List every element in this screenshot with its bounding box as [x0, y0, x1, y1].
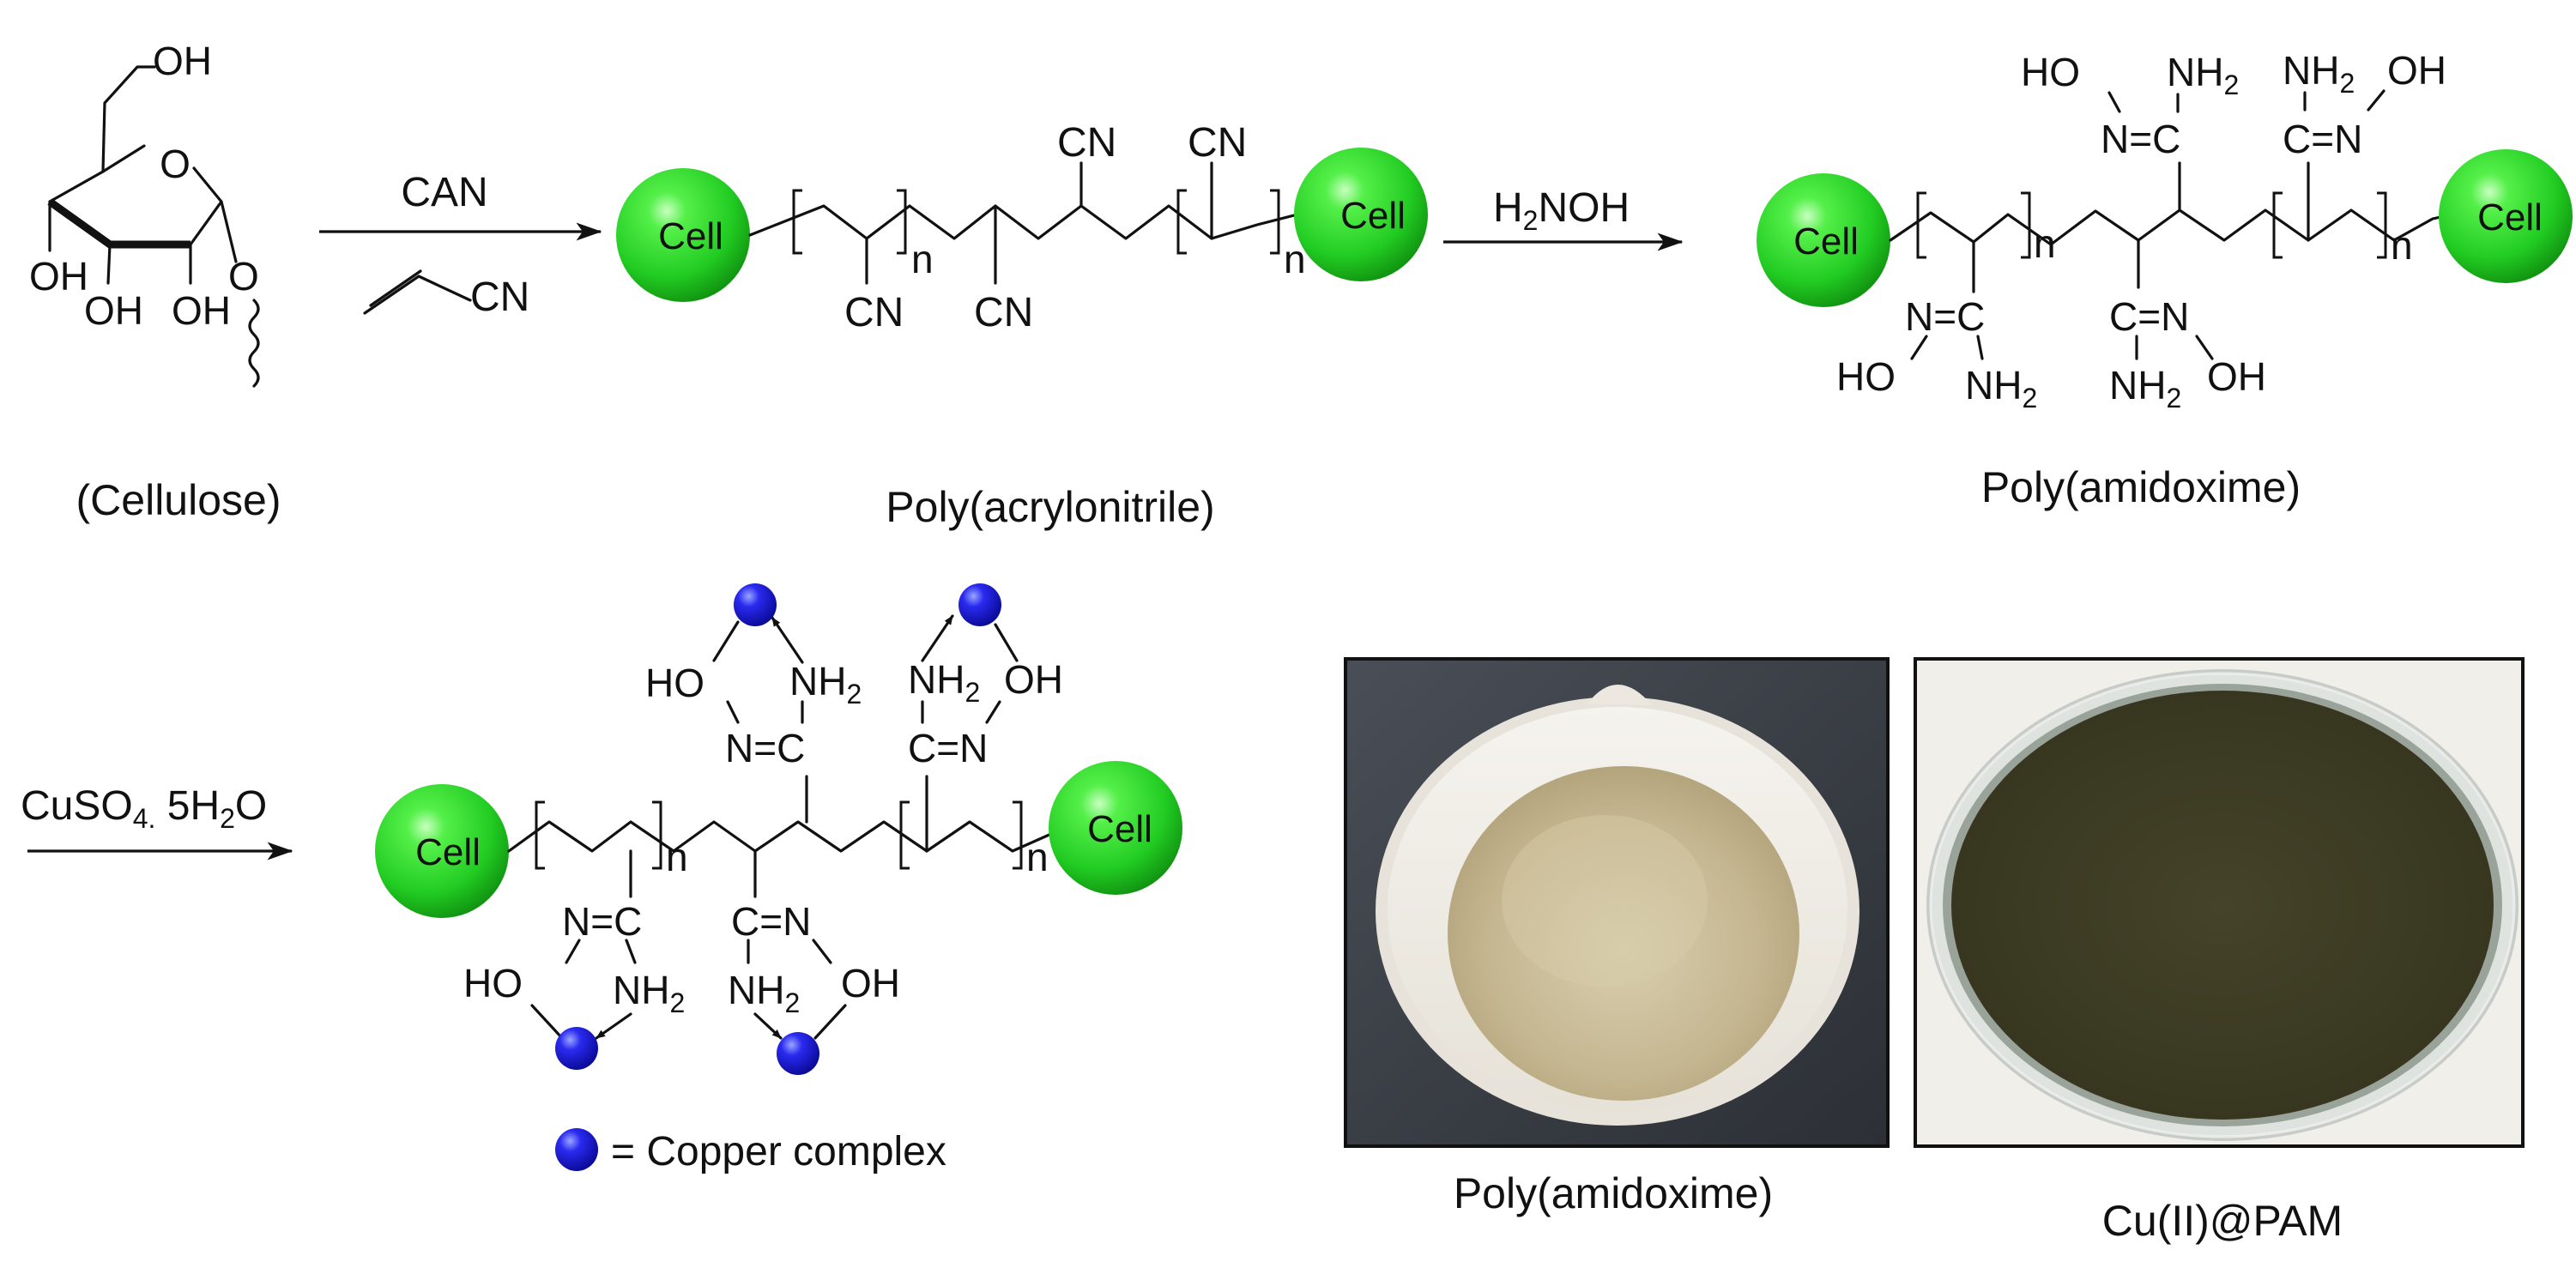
- amidoxime-c-eq-n: C=N: [2283, 117, 2362, 161]
- photo-cu-pam: [1914, 657, 2525, 1148]
- cellulose-o-glycosidic: O: [228, 254, 259, 299]
- cellulose-ring-o: O: [160, 142, 190, 186]
- amidoxime-nh2: NH2: [728, 968, 800, 1018]
- photo-left-caption: Poly(amidoxime): [1454, 1169, 1773, 1217]
- amidoxime-n-eq-c: N=C: [562, 899, 642, 944]
- amidoxime-oh: OH: [841, 961, 900, 1005]
- reagent-copper-sulfate: CuSO4. 5H2O: [21, 783, 267, 834]
- amidoxime-ho: HO: [2021, 50, 2080, 94]
- cellulose-oh-bottom-right: OH: [172, 288, 231, 333]
- cell-sphere: [375, 784, 509, 918]
- cellulose-oh-bottom-left: OH: [84, 288, 143, 333]
- copper-sphere: [734, 583, 777, 626]
- amidoxime-c-eq-n: C=N: [2109, 294, 2189, 339]
- legend-label: = Copper complex: [611, 1129, 946, 1174]
- cell-label: Cell: [1340, 195, 1406, 237]
- cellulose-caption: (Cellulose): [76, 476, 281, 524]
- amidoxime-ho: HO: [645, 661, 704, 705]
- cell-sphere: [1294, 148, 1428, 281]
- pao-caption: Poly(amidoxime): [1981, 463, 2301, 511]
- cell-label: Cell: [1087, 808, 1152, 850]
- repeat-n: n: [2034, 221, 2056, 266]
- amidoxime-n-eq-c: N=C: [725, 726, 805, 770]
- repeat-n: n: [1026, 835, 1049, 879]
- cell-label: Cell: [2477, 196, 2543, 238]
- amidoxime-nh2: NH2: [1965, 363, 2037, 414]
- amidoxime-n-eq-c: N=C: [2101, 117, 2180, 161]
- cellulose-oh-left: OH: [29, 254, 88, 299]
- repeat-n: n: [911, 237, 934, 281]
- amidoxime-nh2: NH2: [908, 657, 980, 708]
- reagent-can: CAN: [401, 170, 487, 215]
- amidoxime-c-eq-n: C=N: [731, 899, 811, 944]
- copper-sphere: [555, 1027, 598, 1070]
- reaction-arrow-2: H2NOH: [1443, 185, 1684, 251]
- cn-group: CN: [844, 290, 904, 335]
- copper-legend: = Copper complex: [555, 1128, 946, 1174]
- cellulose-structure: OH O OH OH OH O: [29, 39, 260, 388]
- cell-label: Cell: [415, 831, 481, 873]
- copper-complex-structure: Cell n n N=C HO NH2 C=N NH2 OH N=C NH2: [375, 583, 1182, 1075]
- amidoxime-nh2: NH2: [613, 968, 685, 1018]
- dark-powder: [1951, 691, 2494, 1120]
- amidoxime-nh2: NH2: [2283, 48, 2355, 99]
- polyacrylonitrile-structure: Cell n n CN CN CN CN Cell: [616, 120, 1428, 335]
- legend-copper-sphere: [555, 1128, 598, 1171]
- amidoxime-nh2: NH2: [789, 659, 862, 709]
- amidoxime-ho: HO: [1836, 354, 1896, 399]
- cell-sphere: [1049, 761, 1182, 895]
- amidoxime-n-eq-c: N=C: [1905, 294, 1985, 339]
- cn-group: CN: [1188, 120, 1247, 166]
- photo-right-caption: Cu(II)@PAM: [2102, 1197, 2343, 1245]
- reaction-arrow-3: CuSO4. 5H2O: [21, 783, 293, 860]
- amidoxime-c-eq-n: C=N: [908, 726, 988, 770]
- cell-sphere: [2439, 149, 2573, 283]
- cellulose-oh-top: OH: [153, 39, 212, 83]
- reaction-arrow-1: CAN CN: [319, 170, 602, 320]
- repeat-n: n: [666, 835, 688, 879]
- beige-powder: [1448, 766, 1799, 1101]
- polyamidoxime-structure: Cell n n N=C HO NH2 C=N NH2 OH N=C NH2 H…: [1757, 48, 2573, 414]
- amidoxime-ho: HO: [463, 961, 523, 1005]
- cell-sphere: [616, 168, 750, 302]
- pan-caption: Poly(acrylonitrile): [886, 483, 1214, 531]
- cn-group: CN: [974, 290, 1033, 335]
- reagent-hydroxylamine: H2NOH: [1493, 185, 1630, 236]
- photo-polyamidoxime: [1344, 657, 1890, 1148]
- cell-label: Cell: [1793, 220, 1859, 263]
- amidoxime-oh: OH: [2207, 354, 2266, 399]
- amidoxime-nh2: NH2: [2109, 363, 2181, 414]
- copper-sphere: [777, 1032, 819, 1075]
- acrylonitrile-cn: CN: [470, 275, 529, 320]
- amidoxime-oh: OH: [1004, 657, 1063, 702]
- copper-sphere: [958, 583, 1001, 626]
- cell-sphere: [1757, 173, 1890, 307]
- amidoxime-nh2: NH2: [2167, 50, 2239, 100]
- cell-label: Cell: [658, 215, 723, 257]
- repeat-n: n: [2391, 223, 2413, 268]
- cn-group: CN: [1057, 120, 1116, 166]
- amidoxime-oh: OH: [2387, 48, 2446, 93]
